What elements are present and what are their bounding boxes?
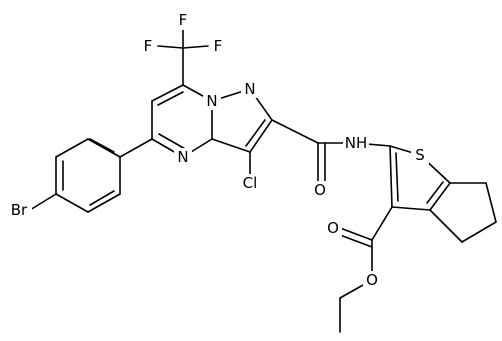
bond [271,119,319,144]
bond [182,45,209,49]
label-backdrop [363,271,381,289]
bond [389,145,393,208]
bond [211,138,251,153]
bond [151,84,184,102]
bond [461,221,497,243]
bond [87,138,121,158]
amide-nh-label: NH [345,134,368,152]
bond [55,138,89,158]
fluorine-label-top: F [179,11,188,29]
nitrogen-label-pyrimidine: N [177,148,188,166]
ester-carbonyl-oxygen-label: O [327,219,339,237]
label-backdrop [311,181,329,199]
label-backdrop [209,37,227,55]
bond [29,193,57,211]
bond [429,182,451,211]
amide-oxygen-label: O [314,181,326,199]
ester-oxygen-label: O [366,271,378,289]
atom-labels: F F F N N N Cl O NH S O O Br [6,11,429,289]
sulfur-label: S [415,146,425,164]
label-backdrop [324,219,342,237]
label-backdrop [238,174,262,192]
chlorine-label: Cl [243,174,258,192]
bond [429,209,463,243]
bond [157,45,184,49]
bond [391,206,431,211]
bond [249,119,273,153]
bond [89,138,115,153]
bond [371,206,393,241]
label-backdrop [174,148,192,166]
label-backdrop [411,146,429,164]
bond [339,234,373,248]
label-backdrop [139,37,157,55]
bond [395,152,399,202]
bond [157,91,184,106]
bond [89,190,115,206]
bond [485,182,497,223]
bond [245,119,266,147]
bromine-label: Br [11,201,28,219]
label-backdrop [174,12,192,30]
fluorine-label-left: F [144,37,153,55]
bond [426,181,444,204]
fluorine-label-right: F [214,37,223,55]
label-backdrop [343,134,369,152]
bonds [29,21,497,333]
nitrogen-label-bridgehead: N [206,92,217,110]
label-backdrop [241,80,259,98]
nitrogen-label-pyrazole: N [244,80,255,98]
bond [339,227,373,241]
bond [119,138,153,158]
bond [55,193,89,213]
label-backdrop [203,92,221,110]
label-backdrop [6,201,32,219]
bond [158,133,188,151]
bond [87,193,121,213]
